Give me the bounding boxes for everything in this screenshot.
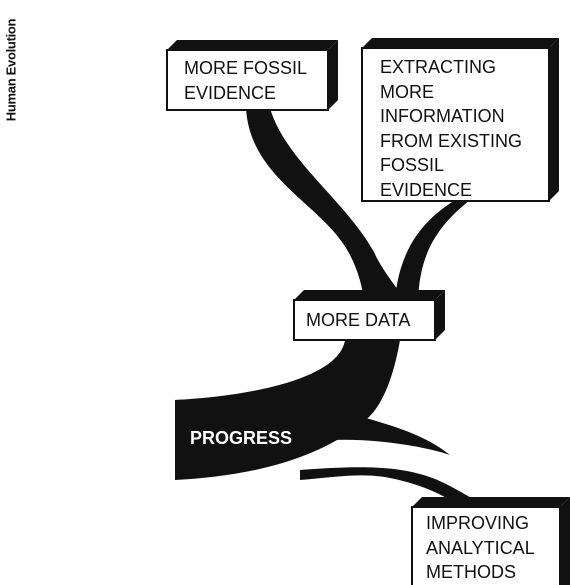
more-data-label: MORE DATA: [306, 310, 411, 330]
fossil-evidence-branch: [246, 108, 405, 300]
progress-label: PROGRESS: [190, 428, 293, 448]
more-fossil-evidence-box: [166, 40, 338, 111]
extracting-information-branch: [395, 200, 470, 300]
extracting-information-box: [361, 38, 559, 202]
more-data-box: [293, 290, 445, 341]
trunk-fill: [175, 398, 450, 470]
more-fossil-evidence-label: MORE FOSSIL EVIDENCE: [184, 58, 308, 103]
improving-methods-label: IMPROVING ANALYTICAL METHODS: [426, 513, 535, 582]
extracting-information-label: EXTRACTING MORE INFORMATION FROM EXISTIN…: [380, 57, 523, 200]
improving-methods-box: [411, 497, 570, 585]
